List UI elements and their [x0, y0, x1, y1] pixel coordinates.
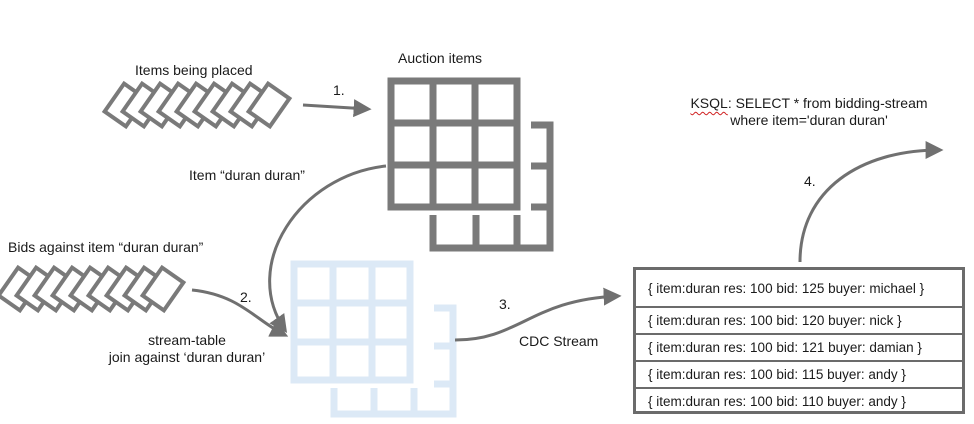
arrow-step-3: [454, 287, 622, 342]
bids-against-label: Bids against item “duran duran”: [8, 239, 204, 255]
bids-card-stack: [0, 264, 187, 314]
record-row: { item:duran res: 100 bid: 125 buyer: mi…: [648, 280, 925, 296]
step-1-label: 1.: [333, 82, 345, 98]
arrow-item-to-join: [268, 164, 387, 333]
stream-table-label: stream-table join against ‘duran duran’: [102, 332, 272, 366]
joined-table-icon: [290, 260, 457, 418]
stream-table-line-1: stream-table: [148, 332, 226, 348]
record-row: { item:duran res: 100 bid: 115 buyer: an…: [636, 360, 962, 387]
record-row: { item:duran res: 100 bid: 120 buyer: ni…: [636, 306, 962, 333]
items-being-placed-label: Items being placed: [135, 62, 253, 78]
items-card-stack: [101, 80, 293, 130]
arrow-step-4: [798, 141, 944, 263]
record-row: { item:duran res: 100 bid: 121 buyer: da…: [636, 333, 962, 360]
step-3-label: 3.: [499, 296, 511, 312]
stream-table-line-2: join against ‘duran duran’: [108, 348, 266, 365]
arrow-step-1: [302, 99, 372, 118]
step-2-label: 2.: [240, 289, 252, 305]
cdc-stream-label: CDC Stream: [519, 333, 599, 349]
auction-items-table-icon: [387, 77, 554, 252]
step-4-label: 4.: [804, 173, 816, 189]
bidding-stream-records: { item:duran res: 100 bid: 125 buyer: mi…: [633, 267, 965, 414]
arrow-step-2: [191, 288, 289, 337]
auction-items-label: Auction items: [398, 50, 483, 66]
ksql-query-label: KSQL: SELECT * from bidding-stream where…: [678, 95, 940, 129]
record-row: { item:duran res: 100 bid: 110 buyer: an…: [636, 387, 962, 414]
ksql-query-line-1: KSQL: SELECT * from bidding-stream: [678, 95, 940, 112]
item-duran-label: Item “duran duran”: [189, 167, 305, 183]
ksql-line-1-rest: : SELECT * from bidding-stream: [727, 95, 928, 111]
ksql-query-line-2: where item='duran duran': [730, 111, 888, 128]
ksql-keyword: KSQL: [690, 95, 728, 111]
